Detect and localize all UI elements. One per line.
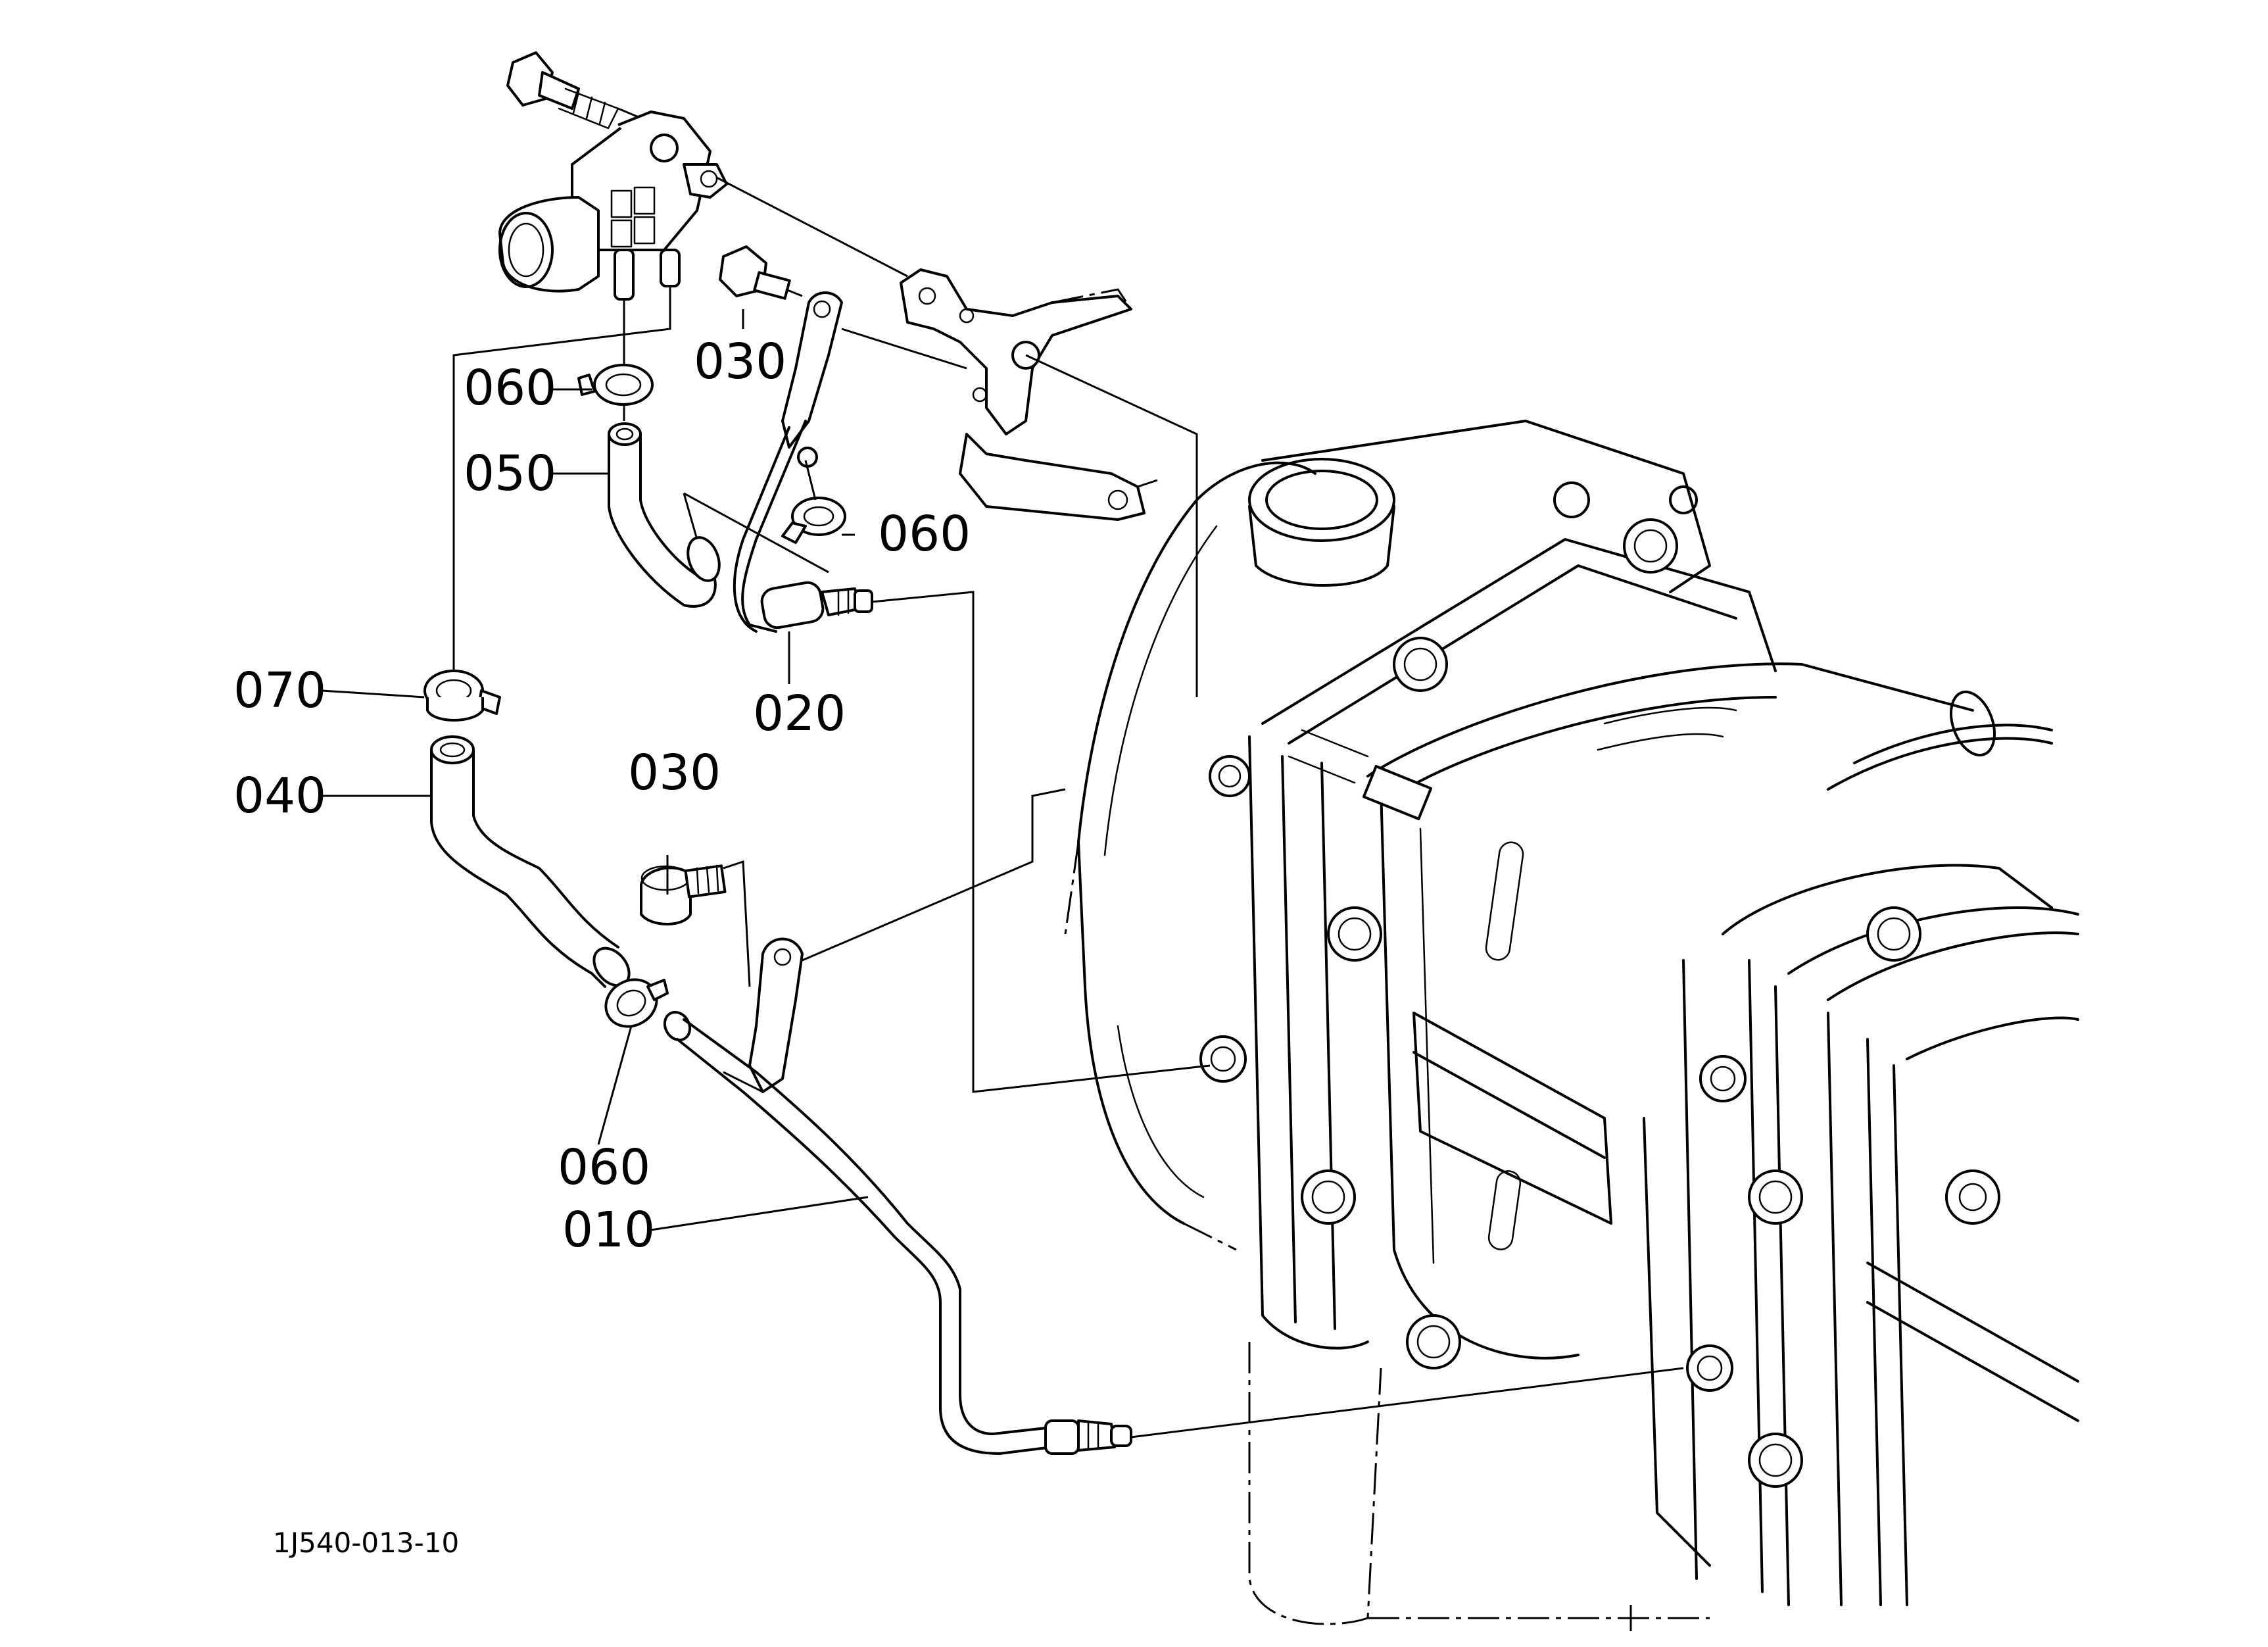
label-050[interactable]: 050 <box>464 445 556 502</box>
clamp-060-middle <box>781 447 846 544</box>
diagram-reference-code: 1J540-013-10 <box>273 1527 459 1559</box>
callout-labels: 030 060 050 060 020 070 040 030 060 010 <box>233 333 971 1258</box>
callout-leaders <box>322 309 869 1231</box>
pipe-010 <box>663 788 1684 1455</box>
bolt-030-upper <box>719 245 803 300</box>
clamp-070 <box>423 670 501 722</box>
label-020[interactable]: 020 <box>753 685 846 742</box>
label-070[interactable]: 070 <box>233 662 326 719</box>
label-010[interactable]: 010 <box>562 1202 655 1258</box>
flange-bolts <box>1199 518 2000 1488</box>
label-060-bottom[interactable]: 060 <box>558 1139 650 1196</box>
bolt-030-lower <box>640 860 751 987</box>
housing-stud-bolt <box>1288 729 1433 821</box>
label-060-top[interactable]: 060 <box>464 360 556 416</box>
mounting-bracket <box>900 268 1198 697</box>
clamp-060-top <box>577 355 654 421</box>
sensor-bolt <box>506 51 619 130</box>
clamp-060-bottom <box>604 978 669 1028</box>
label-030-lower[interactable]: 030 <box>628 745 721 801</box>
label-030-upper[interactable]: 030 <box>694 333 786 390</box>
pipe-020 <box>733 291 967 633</box>
label-040[interactable]: 040 <box>233 768 326 824</box>
hose-040 <box>430 735 631 988</box>
label-060-middle[interactable]: 060 <box>878 506 971 562</box>
pressure-sensor <box>452 51 728 677</box>
hose-050 <box>608 422 829 608</box>
engine-housing <box>1064 420 2079 1631</box>
